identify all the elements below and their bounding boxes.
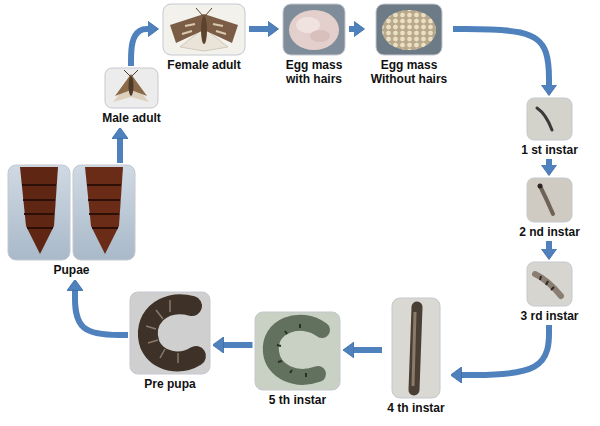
fifth-instar-photo xyxy=(255,312,340,390)
egg-mass-hairy-photo xyxy=(283,4,345,55)
stage-node: Pre pupa xyxy=(130,292,210,391)
photo-slot xyxy=(281,4,347,55)
stage-node: Egg mass with hairs xyxy=(281,4,347,86)
photo-slot xyxy=(161,4,247,55)
photo-slot xyxy=(8,165,135,260)
female-moth-photo xyxy=(163,4,245,55)
stage-node: 2 nd instar xyxy=(518,178,582,239)
third-instar-photo xyxy=(527,262,572,306)
stage-node: 5 th instar xyxy=(255,312,341,407)
photo-slot xyxy=(518,178,582,222)
cycle-arrow xyxy=(117,138,123,163)
fourth-instar-photo xyxy=(392,298,440,398)
first-instar-photo xyxy=(527,98,572,140)
stage-label: Pre pupa xyxy=(130,377,210,391)
photo-slot xyxy=(518,262,582,306)
stage-label: Female adult xyxy=(161,58,247,72)
stage-label: Pupae xyxy=(8,263,135,277)
stage-node: Female adult xyxy=(161,4,247,72)
cycle-arrow xyxy=(223,342,253,348)
egg-mass-bare-photo xyxy=(376,4,442,55)
stage-label: Male adult xyxy=(96,111,168,125)
cycle-arrow xyxy=(453,29,549,85)
photo-slot xyxy=(518,98,582,140)
stage-node: 1 st instar xyxy=(518,98,582,157)
stage-label: 2 nd instar xyxy=(518,225,582,239)
prepupa-photo xyxy=(130,292,210,374)
cycle-arrow xyxy=(131,29,148,66)
stage-node: Male adult xyxy=(96,68,168,125)
stage-label: 3 rd instar xyxy=(518,309,582,323)
second-instar-photo xyxy=(527,178,572,222)
stage-node: Egg mass Without hairs xyxy=(367,4,451,86)
stage-node: 4 th instar xyxy=(384,298,448,415)
cycle-arrow xyxy=(249,26,268,32)
cycle-arrow xyxy=(349,26,354,32)
photo-slot xyxy=(367,4,451,55)
stage-label: Egg mass Without hairs xyxy=(367,58,451,86)
stage-label: 5 th instar xyxy=(255,393,341,407)
photo-slot xyxy=(384,298,448,398)
stage-node: Pupae xyxy=(8,165,135,277)
cycle-arrow xyxy=(354,347,383,353)
cycle-arrow xyxy=(461,325,549,375)
pupae-photos xyxy=(8,165,135,260)
cycle-arrow xyxy=(75,290,128,335)
stage-label: Egg mass with hairs xyxy=(281,58,347,86)
cycle-arrow xyxy=(546,241,552,249)
photo-slot xyxy=(96,68,168,108)
photo-slot xyxy=(130,292,210,374)
photo-slot xyxy=(255,312,341,390)
stage-label: 4 th instar xyxy=(384,401,448,415)
stage-label: 1 st instar xyxy=(518,143,582,157)
stage-node: 3 rd instar xyxy=(518,262,582,323)
male-moth-photo xyxy=(105,68,158,108)
cycle-arrow xyxy=(546,159,552,165)
